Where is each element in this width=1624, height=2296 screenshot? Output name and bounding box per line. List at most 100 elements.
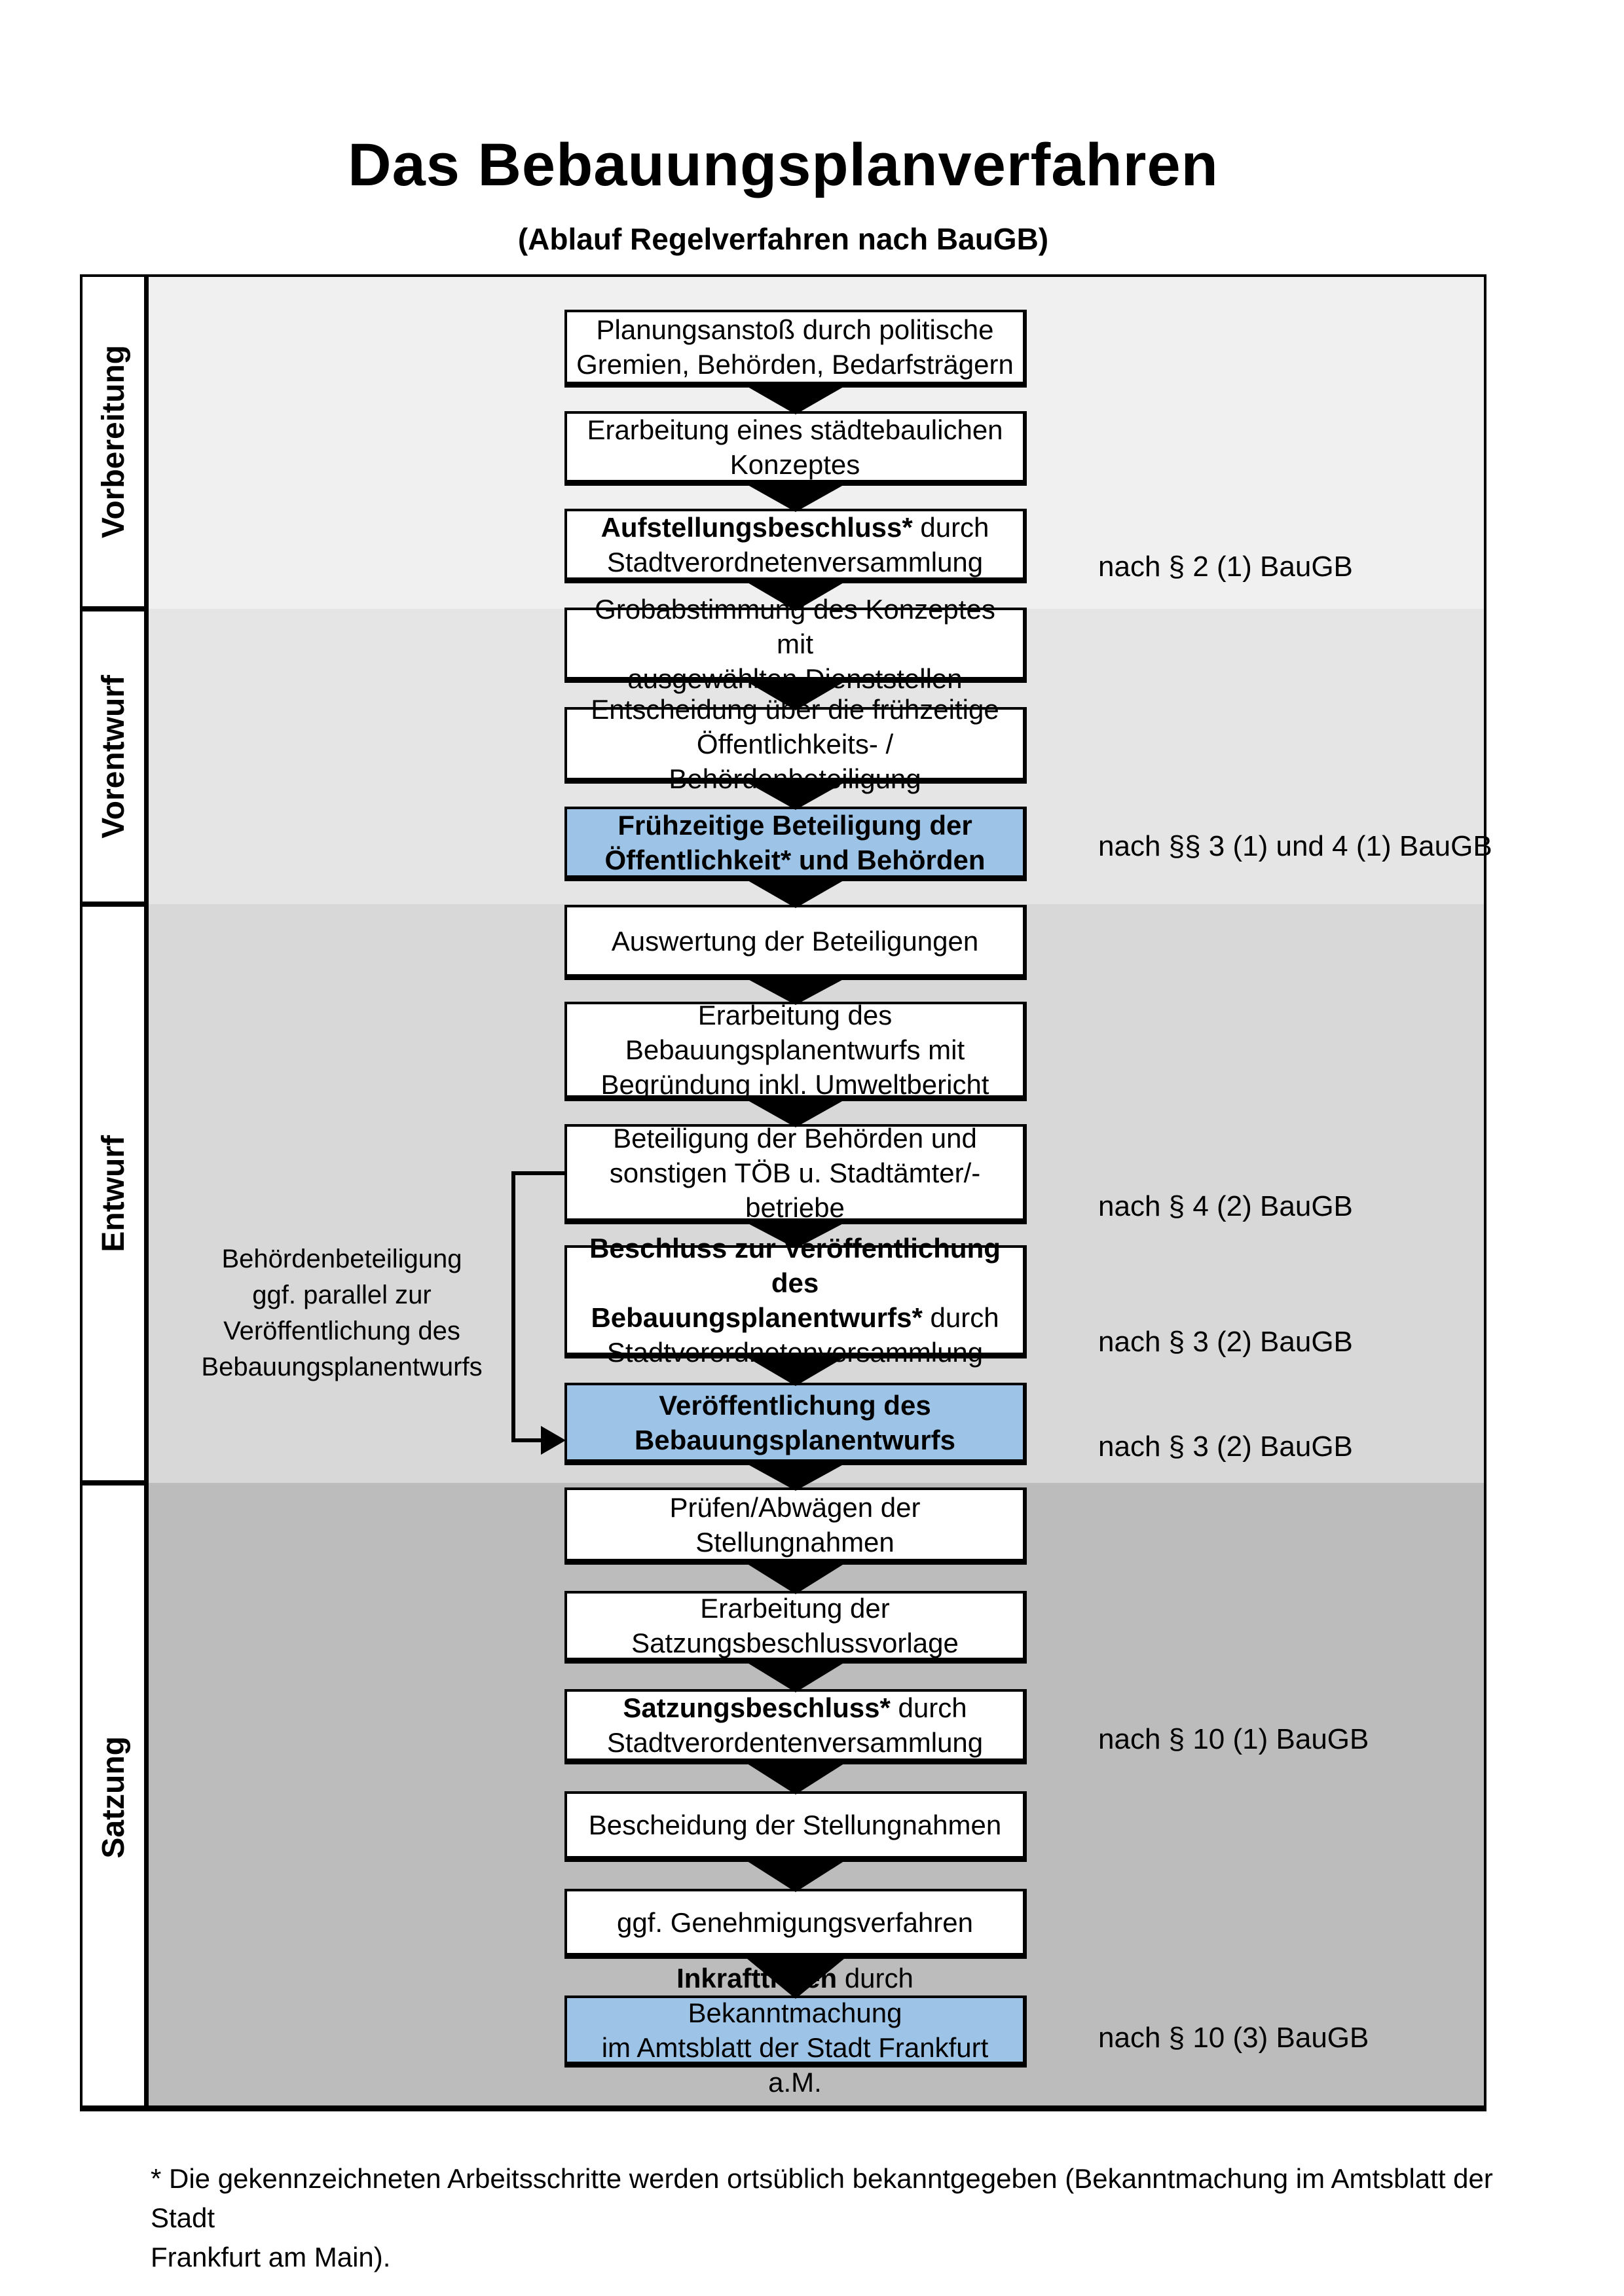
step-box-text: sonstigen TÖB u. Stadtämter/-betriebe xyxy=(609,1157,981,1223)
flow-arrow-down-icon xyxy=(743,483,848,512)
phase-label-text: Vorentwurf xyxy=(96,674,131,839)
footnote: * Die gekennzeichneten Arbeitsschritte w… xyxy=(151,2159,1539,2277)
step-box-text: Bebauungsplanentwurfs mit xyxy=(625,1034,965,1065)
step-box-line: Erarbeitung eines städtebaulichen xyxy=(587,412,1003,447)
footnote-line: Frankfurt am Main). xyxy=(151,2242,391,2272)
phase-label-vorbereitung: Vorbereitung xyxy=(80,274,149,609)
step-box-text: Satzungsbeschlussvorlage xyxy=(631,1628,959,1658)
phase-label-satzung: Satzung xyxy=(80,1483,149,2111)
step-box-text: Stadtverordentenversammlung xyxy=(606,1727,984,1758)
step-box-text: Begründung inkl. Umweltbericht xyxy=(600,1069,989,1100)
step-box-line: Auswertung der Beteiligungen xyxy=(612,924,978,958)
side-annotation-line: ggf. parallel zur xyxy=(252,1281,432,1309)
step-box-text: Frühzeitige Beteiligung der xyxy=(618,809,972,841)
step-box-text: Konzeptes xyxy=(729,448,860,480)
legal-reference: nach § 3 (2) BauGB xyxy=(1098,1326,1353,1358)
legal-reference: nach § 2 (1) BauGB xyxy=(1098,551,1353,583)
flow-arrow-down-icon xyxy=(743,1462,848,1491)
parallel-connector-line xyxy=(511,1171,515,1442)
step-box-line: Planungsanstoß durch politische xyxy=(596,312,993,347)
step-box-line: Konzeptes xyxy=(730,447,860,482)
flow-arrow-down-icon xyxy=(743,1098,848,1127)
step-box: Auswertung der Beteiligungen xyxy=(564,905,1027,980)
step-box-text: Satzungsbeschluss* xyxy=(623,1692,891,1723)
step-box: Bescheidung der Stellungnahmen xyxy=(564,1791,1027,1862)
flow-arrow-down-icon xyxy=(743,580,848,611)
step-box-text: ggf. Genehmigungsverfahren xyxy=(616,1906,973,1938)
step-box-line: im Amtsblatt der Stadt Frankfurt a.M. xyxy=(576,2030,1014,2100)
parallel-connector-line xyxy=(511,1171,567,1175)
flow-arrow-down-icon xyxy=(743,1355,848,1386)
step-box-line: ggf. Genehmigungsverfahren xyxy=(617,1905,973,1940)
flow-arrow-down-icon xyxy=(743,780,848,810)
step-box-text: Aufstellungsbeschluss* xyxy=(600,511,913,543)
step-box-text: Bebauungsplanentwurfs* xyxy=(591,1302,923,1333)
legal-reference: nach § 3 (2) BauGB xyxy=(1098,1430,1353,1463)
legal-reference: nach §§ 3 (1) und 4 (1) BauGB xyxy=(1098,830,1492,862)
flow-arrow-down-icon xyxy=(743,1859,848,1892)
step-box-text: Stadtverordnetenversammlung xyxy=(606,546,984,577)
phase-label-vorentwurf: Vorentwurf xyxy=(80,609,149,904)
step-box-text: Gremien, Behörden, Bedarfsträgern xyxy=(576,349,1014,380)
step-box-line: Erarbeitung der xyxy=(700,1591,890,1626)
step-box-text: Bescheidung der Stellungnahmen xyxy=(588,1810,1002,1840)
step-box-line: Bebauungsplanentwurfs* durch xyxy=(591,1300,999,1335)
legal-reference: nach § 10 (1) BauGB xyxy=(1098,1723,1369,1755)
page-title: Das Bebauungsplanverfahren xyxy=(348,132,1219,198)
flow-arrow-down-icon xyxy=(743,1660,848,1692)
step-box-line: Öffentlichkeit* und Behörden xyxy=(604,843,985,877)
step-box-line: Gremien, Behörden, Bedarfsträgern xyxy=(576,347,1014,382)
step-box-text: Veröffentlichung des xyxy=(659,1389,931,1421)
step-box-text: durch xyxy=(912,511,989,543)
parallel-connector-line xyxy=(511,1438,545,1442)
side-annotation-line: Bebauungsplanentwurfs xyxy=(201,1353,483,1381)
step-box-text: Auswertung der Beteiligungen xyxy=(611,925,979,957)
step-box-line: Aufstellungsbeschluss* durch xyxy=(601,510,989,545)
step-box-line: Frühzeitige Beteiligung der xyxy=(618,808,972,843)
phase-label-text: Satzung xyxy=(96,1736,131,1859)
step-box-line: Bebauungsplanentwurfs xyxy=(635,1423,955,1457)
side-annotation-line: Behördenbeteiligung xyxy=(221,1245,462,1273)
step-box-text: durch Bekanntmachung xyxy=(688,1962,913,2028)
step-box-text: Öffentlichkeit* und Behörden xyxy=(604,844,986,875)
step-box: Prüfen/Abwägen der Stellungnahmen xyxy=(564,1487,1027,1565)
step-box-text: durch xyxy=(922,1302,999,1333)
step-box-text: Bebauungsplanentwurfs xyxy=(634,1424,956,1455)
step-box: ggf. Genehmigungsverfahren xyxy=(564,1889,1027,1959)
flow-arrow-down-icon xyxy=(743,1956,848,1999)
step-box-text: Erarbeitung eines städtebaulichen xyxy=(587,414,1003,445)
flow-arrow-down-icon xyxy=(743,977,848,1005)
flow-arrow-down-icon xyxy=(743,680,848,710)
step-box-text: Planungsanstoß durch politische xyxy=(596,314,994,345)
side-annotation-line: Veröffentlichung des xyxy=(223,1317,460,1345)
step-box-line: Stadtverordentenversammlung xyxy=(607,1725,983,1760)
page-subtitle: (Ablauf Regelverfahren nach BauGB) xyxy=(517,222,1049,256)
phase-label-text: Vorbereitung xyxy=(96,344,131,539)
step-box-line: Satzungsbeschlussvorlage xyxy=(631,1626,959,1660)
connector-arrowhead-icon xyxy=(541,1426,566,1455)
footnote-line: * Die gekennzeichneten Arbeitsschritte w… xyxy=(151,2163,1493,2233)
step-box-line: Satzungsbeschluss* durch xyxy=(623,1690,967,1725)
flow-arrow-down-icon xyxy=(743,878,848,908)
step-box-text: durch xyxy=(890,1692,967,1723)
phase-label-text: Entwurf xyxy=(96,1135,131,1252)
flow-arrow-down-icon xyxy=(743,1761,848,1795)
step-box-line: Stadtverordnetenversammlung xyxy=(607,545,983,579)
side-annotation: Behördenbeteiligung ggf. parallel zur Ve… xyxy=(190,1241,494,1385)
flow-arrow-down-icon xyxy=(743,384,848,414)
step-box-line: Veröffentlichung des xyxy=(659,1388,931,1423)
